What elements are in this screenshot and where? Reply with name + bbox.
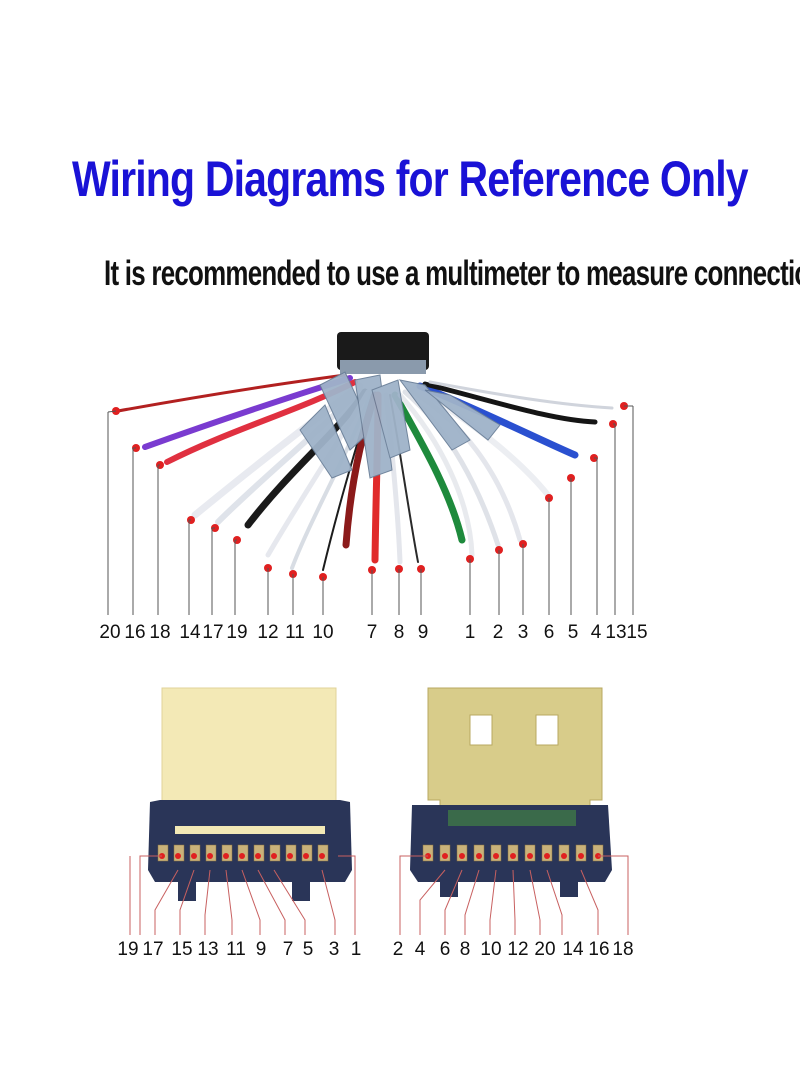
cable-pin-label: 7: [367, 622, 378, 643]
left-pin-label: 5: [303, 939, 314, 960]
right-pin-label: 10: [480, 939, 501, 960]
left-pin-label: 3: [329, 939, 340, 960]
cable-pin-label: 6: [544, 622, 555, 643]
connector-left: [129, 687, 356, 935]
left-pin-label: 7: [283, 939, 294, 960]
connector-right: [399, 687, 629, 935]
solder-pads: [157, 844, 329, 862]
connector-foot: [560, 875, 578, 897]
cable-pin-label: 16: [124, 622, 145, 643]
cable-pin-label: 14: [179, 622, 201, 643]
cable-pin-label: 19: [226, 622, 247, 643]
left-pin-label: 19: [117, 939, 138, 960]
cable-pin-label: 1: [465, 622, 476, 643]
cable-fanout: [116, 332, 614, 571]
cable-pin-label: 18: [149, 622, 170, 643]
page-subtitle: It is recommended to use a multimeter to…: [104, 254, 800, 293]
right-connector-labels: 2 4 6 8 10 12 20 14 16 18: [393, 939, 634, 960]
cable-pin-label: 15: [626, 622, 647, 643]
connector-foot: [292, 875, 310, 901]
shell-window: [535, 714, 559, 746]
cable-pin-label: 10: [312, 622, 333, 643]
cable-pin-label: 3: [518, 622, 529, 643]
braid-shield: [340, 360, 426, 374]
right-pin-label: 4: [415, 939, 426, 960]
right-pin-label: 2: [393, 939, 404, 960]
pin-leaders: [399, 855, 629, 935]
left-connector-labels: 19 17 15 13 11 9 7 5 3 1: [117, 939, 361, 960]
connector-foot: [440, 875, 458, 897]
connector-body: [148, 800, 352, 882]
cable-pin-label: 13: [605, 622, 626, 643]
shield-foils: [299, 371, 501, 479]
right-pin-label: 12: [507, 939, 528, 960]
right-pin-label: 20: [534, 939, 555, 960]
cable-pin-label: 8: [394, 622, 405, 643]
cable-pin-label: 17: [202, 622, 223, 643]
left-pin-label: 11: [226, 939, 246, 960]
cable-pin-label: 9: [418, 622, 429, 643]
cable-pin-label: 20: [99, 622, 120, 643]
pin-markers: [159, 853, 325, 859]
cable-pin-label: 2: [493, 622, 504, 643]
left-pin-label: 17: [142, 939, 163, 960]
cable-labels: 20 16 18 14 17 19 12 11 10 7 8 9 1 2 3 6…: [99, 622, 647, 643]
left-pin-label: 13: [197, 939, 218, 960]
left-pin-label: 9: [256, 939, 267, 960]
pcb-strip: [448, 810, 576, 826]
page-title: Wiring Diagrams for Reference Only: [72, 151, 749, 207]
gold-shell: [427, 687, 603, 821]
right-pin-label: 18: [612, 939, 633, 960]
connector-lip: [175, 826, 325, 834]
right-pin-label: 8: [460, 939, 471, 960]
pin-leaders: [129, 855, 356, 935]
right-pin-label: 6: [440, 939, 451, 960]
left-pin-label: 15: [171, 939, 192, 960]
cable-pin-label: 4: [591, 622, 602, 643]
connector-foot: [178, 875, 196, 901]
cable-pin-label: 12: [257, 622, 278, 643]
cable-pin-label: 5: [568, 622, 579, 643]
leader-lines: [107, 405, 634, 615]
right-pin-label: 16: [588, 939, 609, 960]
left-pin-label: 1: [351, 939, 362, 960]
right-pin-label: 14: [562, 939, 584, 960]
shell-window: [469, 714, 493, 746]
cable-pin-label: 11: [285, 622, 305, 643]
